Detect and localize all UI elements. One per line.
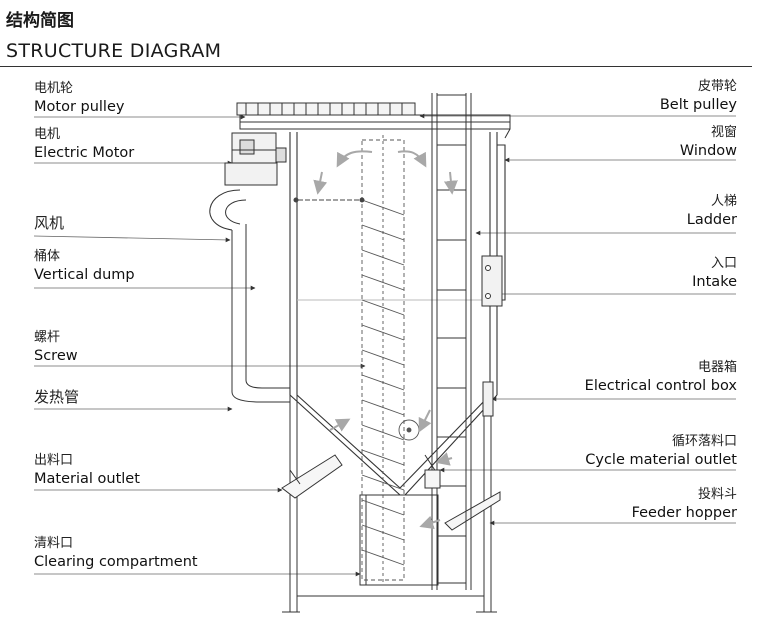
label-intake: 入口 Intake (692, 256, 737, 290)
label-cycle-material-outlet: 循环落料口 Cycle material outlet (585, 434, 737, 468)
chain (293, 197, 365, 203)
ladder (431, 93, 472, 590)
intake (481, 255, 503, 307)
label-feeder-hopper: 投料斗 Feeder hopper (631, 487, 737, 521)
screw (361, 135, 420, 585)
cycle-material-outlet (424, 454, 441, 489)
label-electrical-control-box: 电器箱 Electrical control box (584, 360, 737, 394)
electrical-control-box (482, 381, 494, 417)
title-underline (0, 66, 752, 67)
leader-lines-right (419, 113, 736, 526)
flow-arrows (313, 150, 458, 530)
label-motor-pulley: 电机轮 Motor pulley (34, 81, 125, 115)
material-outlet (281, 454, 343, 499)
vessel-body (289, 132, 506, 496)
label-screw: 螺杆 Screw (34, 330, 78, 364)
label-material-outlet: 出料口 Material outlet (34, 453, 140, 487)
belt-cover (236, 102, 511, 139)
bottom-compartment (359, 494, 439, 586)
label-fan: 风机 (34, 214, 65, 232)
title-chinese: 结构简图 (6, 11, 74, 31)
label-heating-tube: 发热管 (34, 388, 80, 406)
fan-duct (209, 189, 290, 403)
label-window: 视窗 Window (679, 125, 737, 159)
feeder-hopper (444, 491, 501, 531)
title-english: STRUCTURE DIAGRAM (6, 40, 222, 62)
label-clearing-compartment: 清料口 Clearing compartment (34, 536, 198, 570)
electric-motor (224, 132, 287, 186)
support-legs (282, 395, 497, 613)
label-vertical-dump: 桶体 Vertical dump (34, 249, 135, 283)
label-ladder: 人梯 Ladder (686, 194, 737, 228)
label-belt-pulley: 皮带轮 Belt pulley (659, 79, 737, 113)
leader-lines-left (33, 114, 366, 577)
label-electric-motor: 电机 Electric Motor (34, 127, 135, 161)
